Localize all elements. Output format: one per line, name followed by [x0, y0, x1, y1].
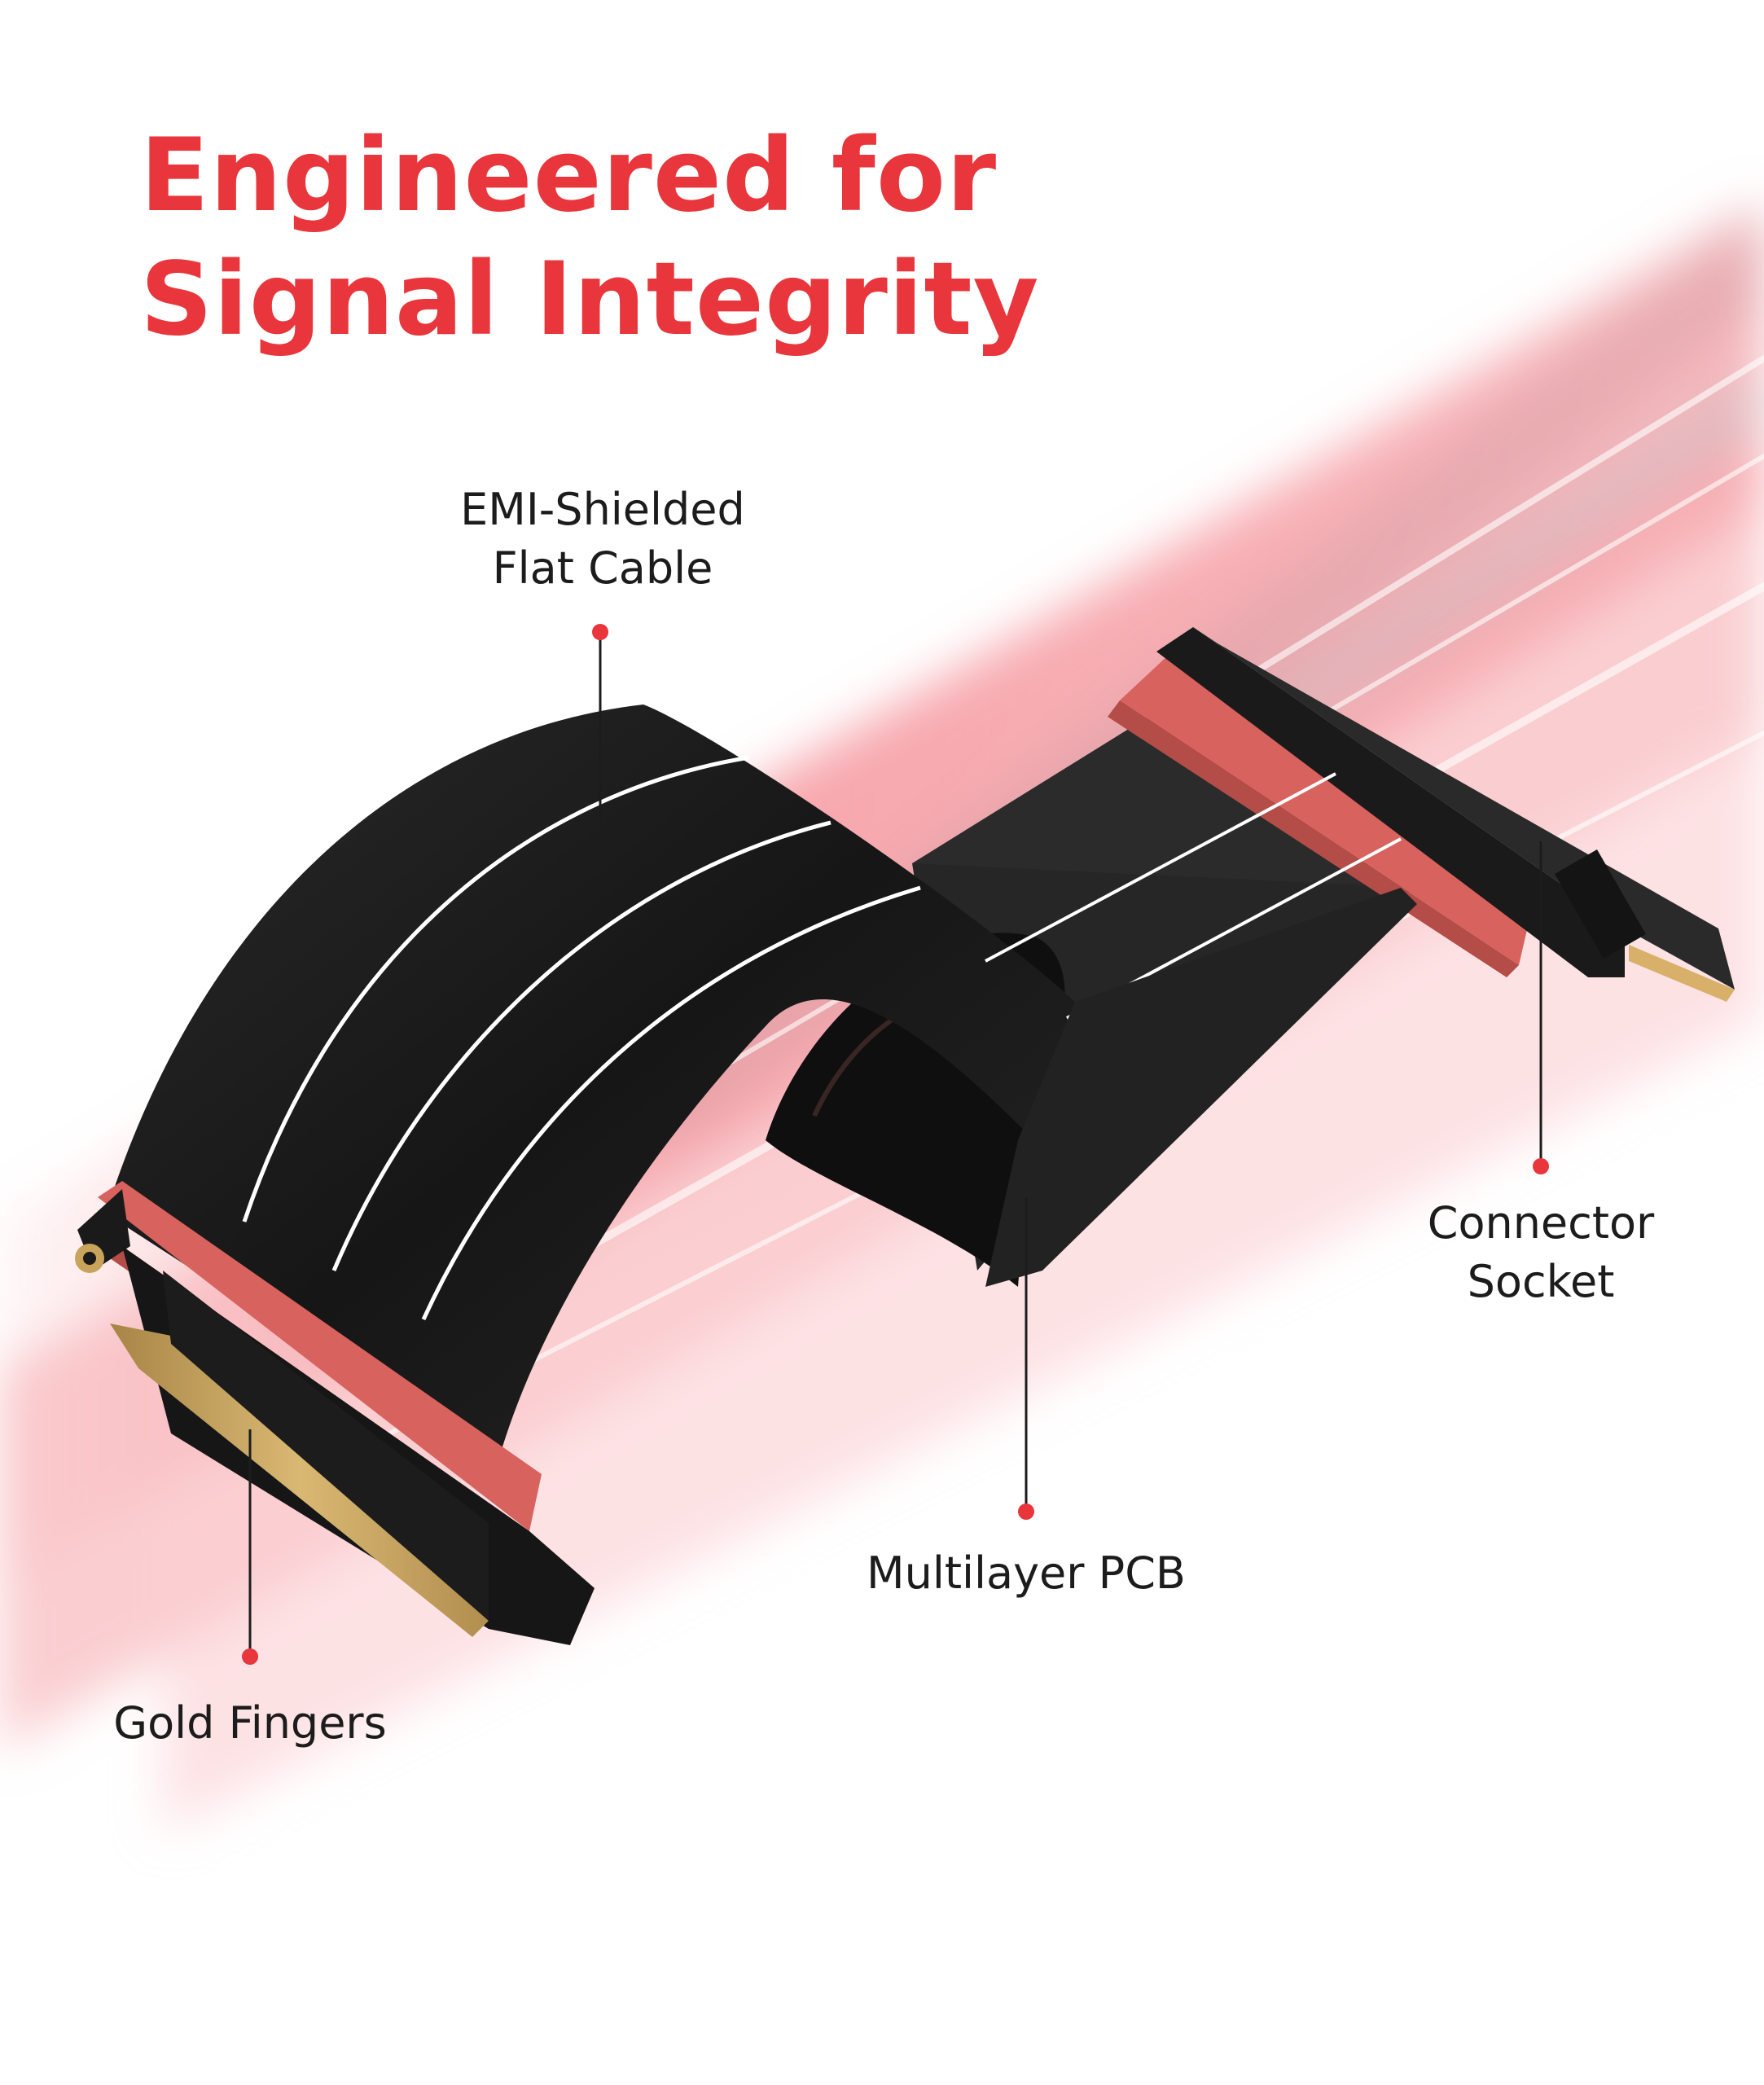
callout-dot-emi-cable: [592, 624, 608, 640]
callout-gold-fingers: Gold Fingers: [81, 1694, 419, 1753]
headline-line-2: Signal Integrity: [140, 241, 1040, 358]
callout-emi-line-1: EMI-Shielded: [460, 484, 745, 535]
headline: Engineered for Signal Integrity: [140, 114, 1040, 362]
callout-emi-line-2: Flat Cable: [492, 542, 713, 594]
callout-dot-connector-socket: [1533, 1158, 1549, 1174]
connector-socket-graphic: [1108, 627, 1735, 1002]
callout-emi-shielded-flat-cable: EMI-Shielded Flat Cable: [423, 481, 782, 598]
callout-connector-line-1: Connector: [1427, 1197, 1655, 1249]
callout-connector-socket: Connector Socket: [1384, 1194, 1697, 1311]
gold-fingers-connector-graphic: [75, 1181, 595, 1645]
headline-line-1: Engineered for: [140, 117, 998, 235]
callout-multilayer-pcb: Multilayer PCB: [831, 1544, 1222, 1603]
callout-dot-gold-fingers: [242, 1648, 258, 1665]
flat-cable-lower-section: [985, 888, 1417, 1287]
callout-gold-line-1: Gold Fingers: [113, 1697, 387, 1749]
callout-connector-line-2: Socket: [1467, 1256, 1615, 1307]
callout-pcb-line-1: Multilayer PCB: [867, 1547, 1186, 1599]
callout-dot-multilayer-pcb: [1018, 1503, 1034, 1520]
